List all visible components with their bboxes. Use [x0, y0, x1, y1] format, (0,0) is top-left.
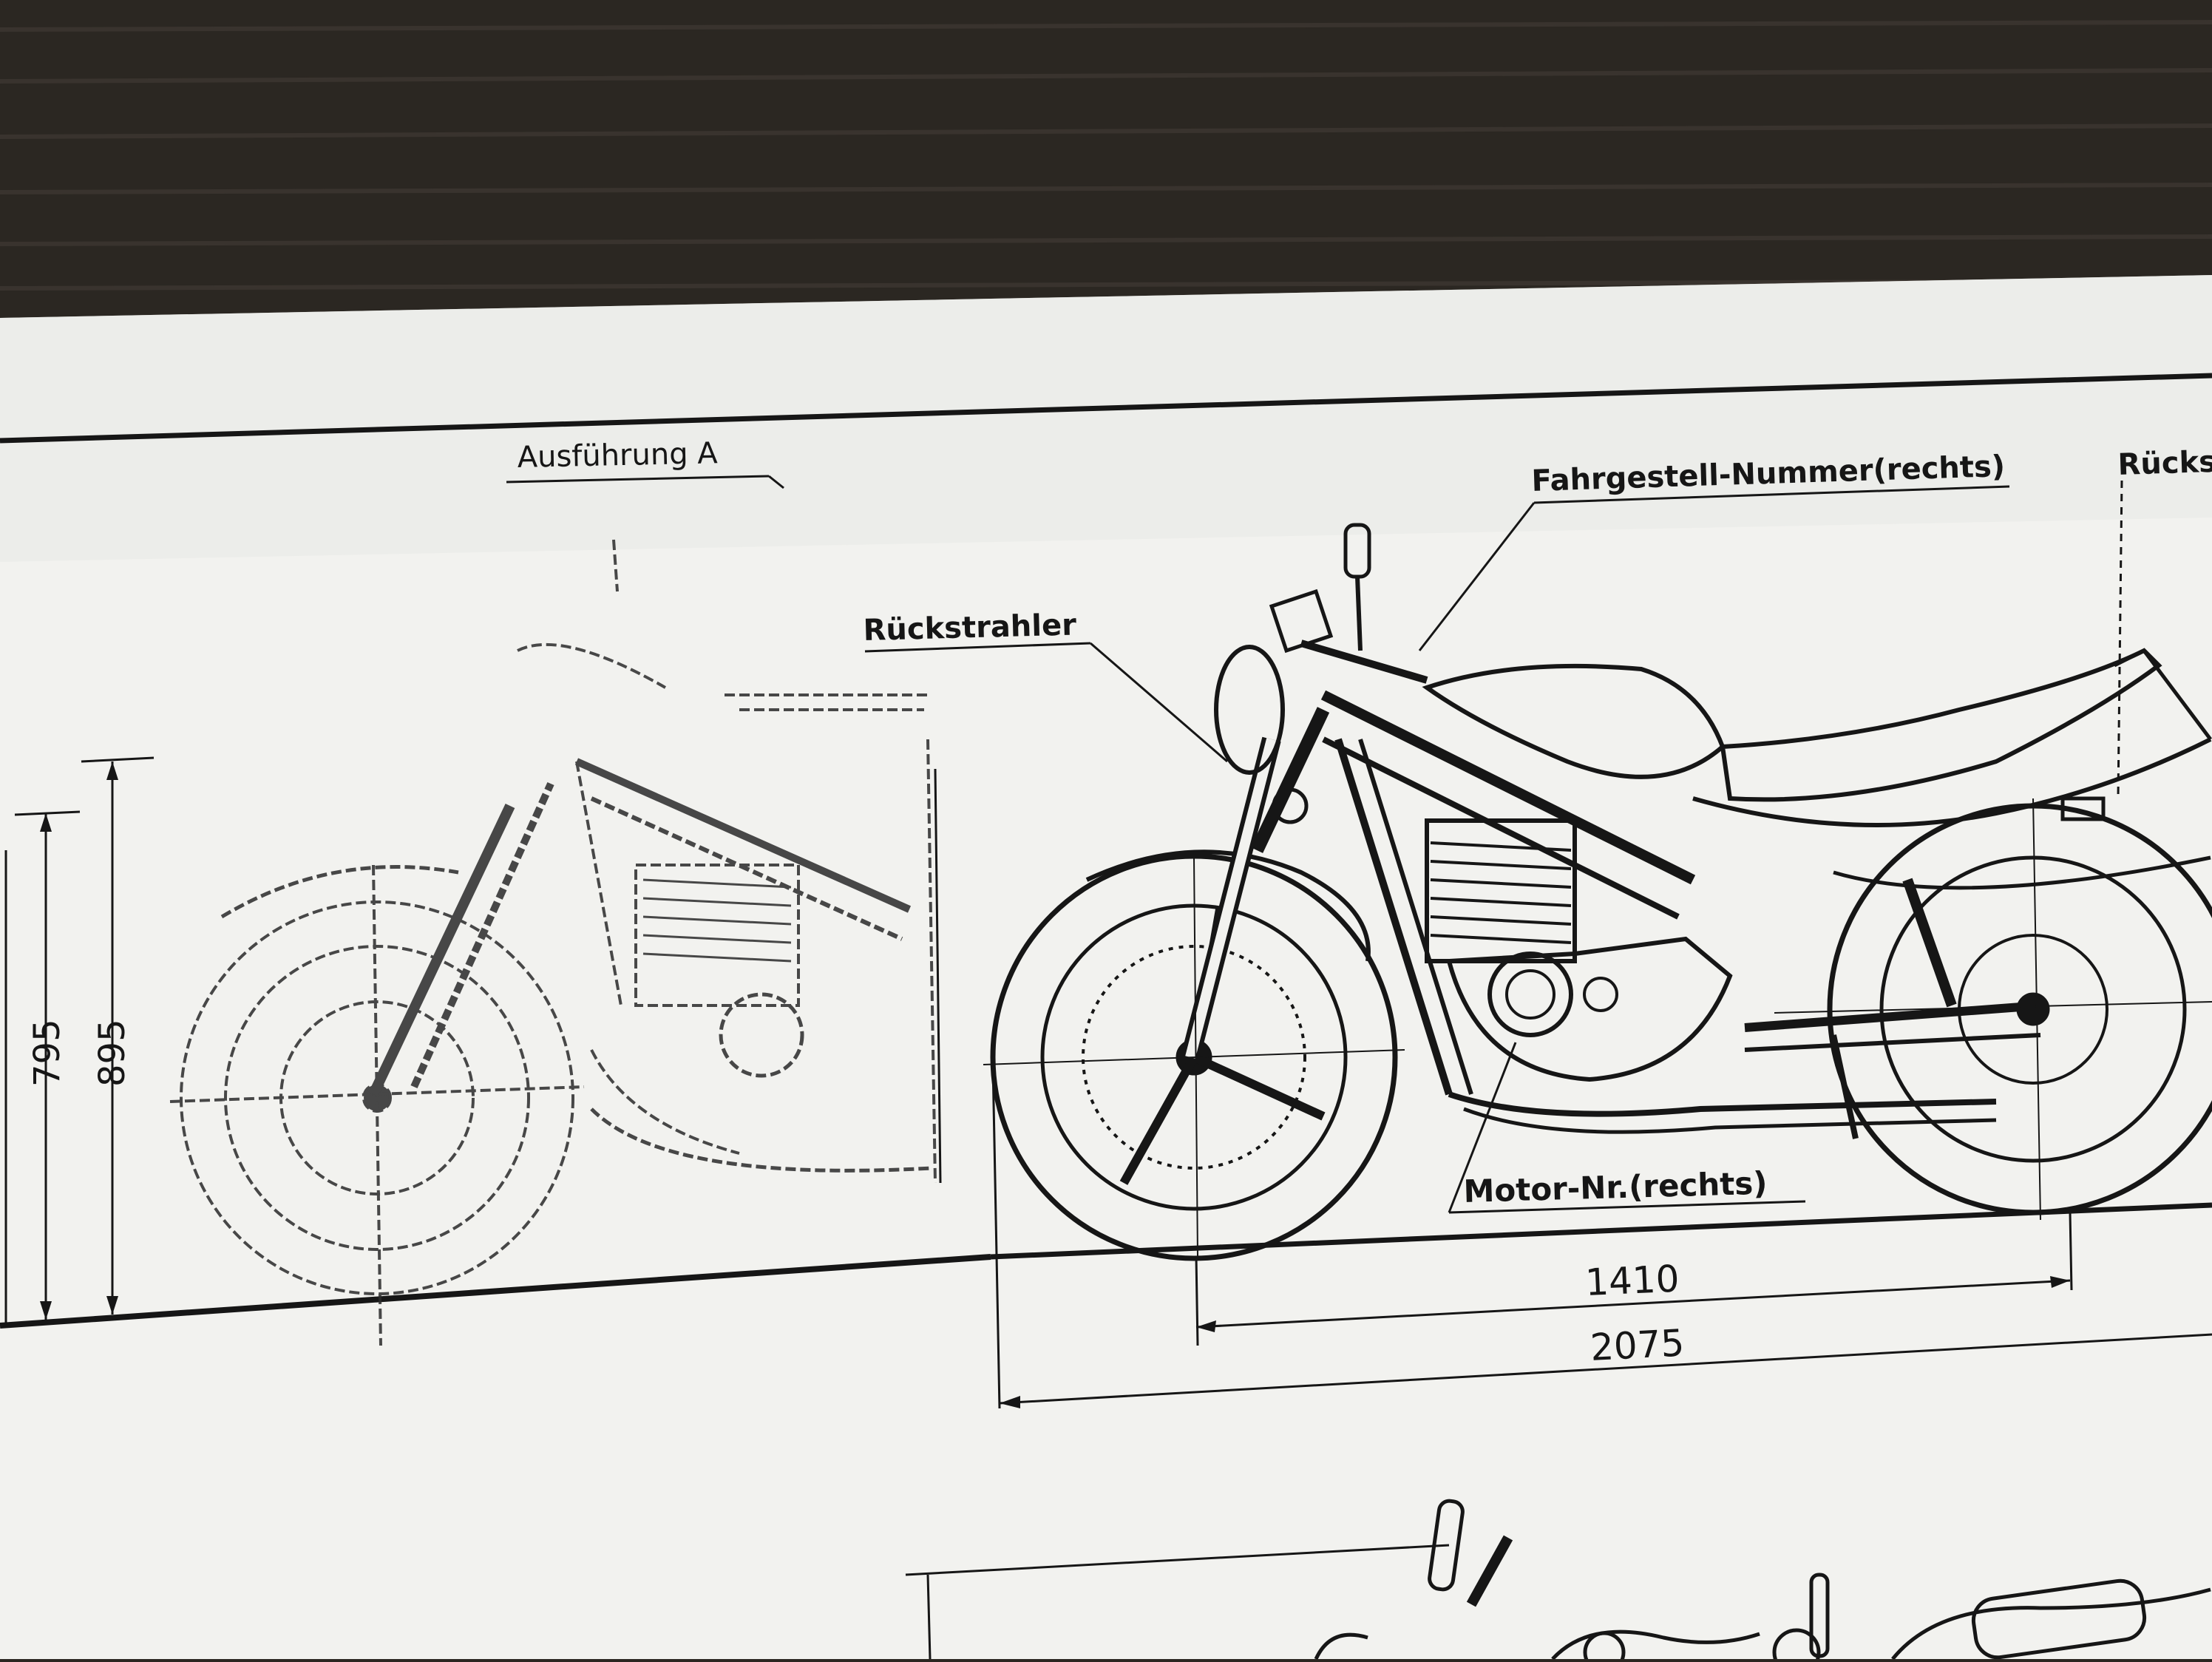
variant-label: Ausführung A: [517, 436, 718, 475]
reflector-leader: [1090, 642, 1228, 763]
ground-line-left: [0, 1254, 991, 1329]
dim-1410-label: 1410: [1584, 1257, 1680, 1303]
wood-grain: [0, 20, 2212, 291]
top-view-muffler: [1971, 1578, 2147, 1660]
dimension-lines: [4, 756, 2212, 1409]
seat: [1720, 648, 2162, 802]
variant-underline: [506, 475, 770, 484]
rear-hub-cover: [1958, 934, 2108, 1085]
headlight: [1214, 645, 1285, 775]
engine-cover: [1487, 952, 1573, 1037]
rear-reflector: [2060, 796, 2106, 821]
engine-number-label: Motor-Nr.(rechts): [1463, 1165, 1768, 1210]
paper-sheet: [0, 275, 2212, 1659]
dimension-arrows: [40, 762, 2070, 1408]
motorcycle-variant-a: [169, 539, 937, 1346]
engine-case: [1446, 936, 1733, 1082]
front-rim-a: [224, 945, 530, 1251]
rear-shock: [1902, 878, 1957, 1008]
dim-top-view-line: [905, 1544, 1450, 1576]
paper-shade: [0, 275, 2212, 562]
leader-lines: [506, 475, 2123, 1214]
swingarm: [1744, 1001, 2041, 1032]
frame-number-leader: [1418, 502, 1536, 651]
dim-1410-line: [1195, 1279, 2071, 1329]
rear-rim: [1879, 855, 2187, 1163]
dim-2075-line: [999, 1333, 2212, 1405]
variant-separator: [934, 768, 942, 1184]
tail-cowl: [1692, 737, 2212, 827]
engine-cylinder: [1425, 818, 1577, 963]
dim-2075-label: 2075: [1590, 1321, 1686, 1369]
engine-cover-a: [719, 992, 804, 1078]
front-tire-a: [180, 900, 574, 1295]
frame-downtube: [1334, 738, 1453, 1096]
motorcycle-top-view-partial: [905, 1499, 2211, 1662]
frame-top-border: [0, 373, 2212, 444]
ground-line-right: [990, 1202, 2212, 1260]
reflector-label: Rückstrahler: [863, 608, 1077, 648]
front-tire: [990, 853, 1398, 1261]
engine-number-leader: [1448, 1042, 1517, 1213]
frame-tube-upper: [1320, 690, 1696, 885]
rear-reflector-label: Rücks: [2117, 445, 2212, 482]
front-fender: [1085, 849, 1371, 962]
top-view-mirror: [1428, 1499, 1465, 1592]
dim-895-label: 895: [92, 1019, 133, 1087]
brake-disc: [1082, 945, 1306, 1170]
engine-number-underline: [1448, 1200, 1806, 1214]
dim-795-label: 795: [27, 1019, 68, 1087]
motorcycle-main: [983, 523, 2212, 1261]
frame-number-underline: [1533, 485, 2010, 504]
exhaust-pipe: [1448, 1091, 1997, 1117]
handlebar: [1300, 640, 1428, 684]
reflector-underline: [864, 642, 1091, 653]
